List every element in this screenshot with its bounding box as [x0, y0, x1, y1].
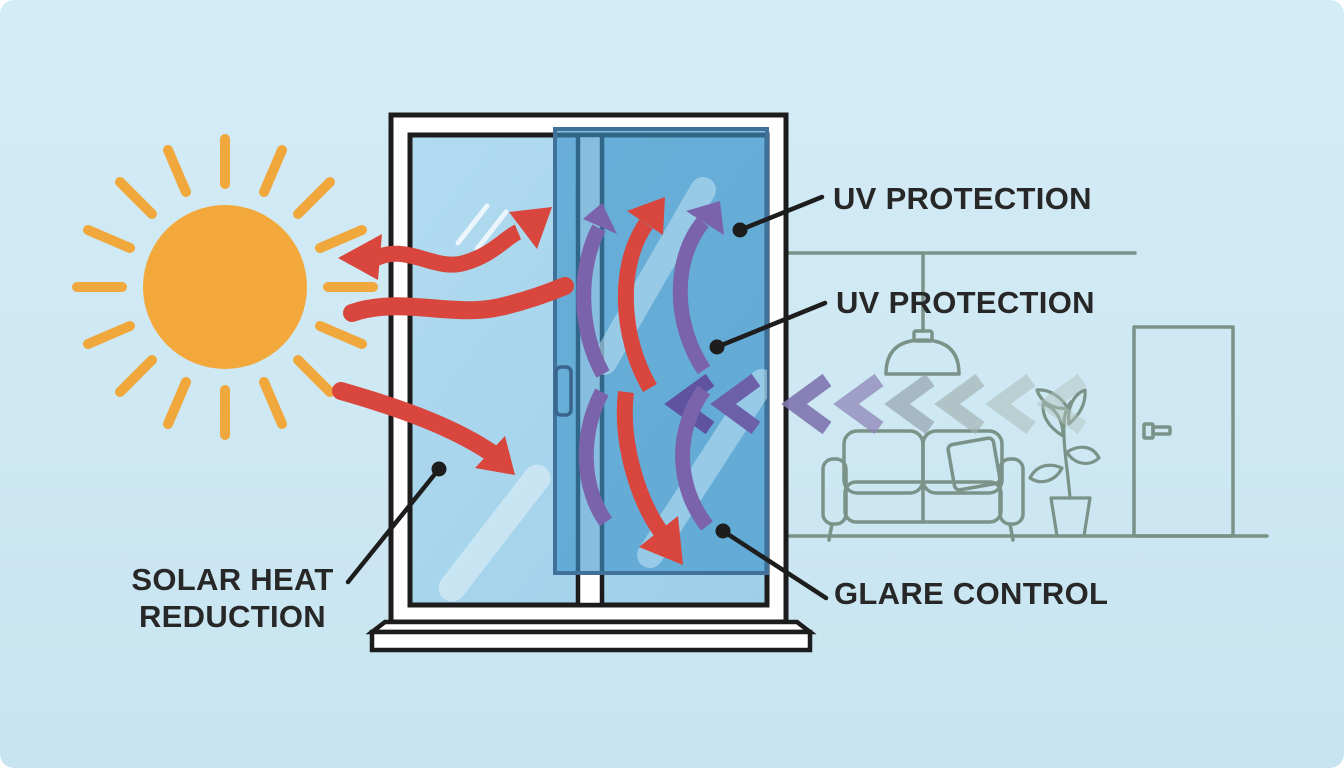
uv-protection-top-label: UV PROTECTION [833, 181, 1092, 216]
solar-heat-reduction-label: SOLAR HEAT REDUCTION [110, 561, 355, 635]
leader-uv-middle [714, 300, 828, 350]
film-handle-icon [554, 365, 573, 417]
solar-heat-line1: SOLAR HEAT [131, 562, 334, 597]
heat-arrow-icon [332, 197, 683, 565]
uv-arrow-icon [576, 201, 724, 531]
door-icon [1132, 325, 1235, 538]
sun-disc [143, 205, 307, 369]
sun-icon [72, 134, 378, 440]
room-interior-outline [786, 251, 1269, 542]
potted-plant-icon [1028, 388, 1101, 538]
leader-solar [345, 466, 442, 585]
glass-shine [438, 203, 551, 602]
solar-heat-line2: REDUCTION [139, 599, 326, 634]
leader-glare [720, 528, 829, 601]
sofa-icon [821, 429, 1025, 542]
pillow-icon [946, 436, 1002, 492]
leader-uv-top [737, 194, 825, 233]
window-sill [365, 619, 817, 653]
pendant-lamp-icon [884, 251, 961, 376]
glare-control-label: GLARE CONTROL [834, 576, 1109, 611]
sun-rays [72, 134, 378, 440]
leader-lines [345, 194, 829, 601]
uv-protection-middle-label: UV PROTECTION [836, 285, 1095, 320]
